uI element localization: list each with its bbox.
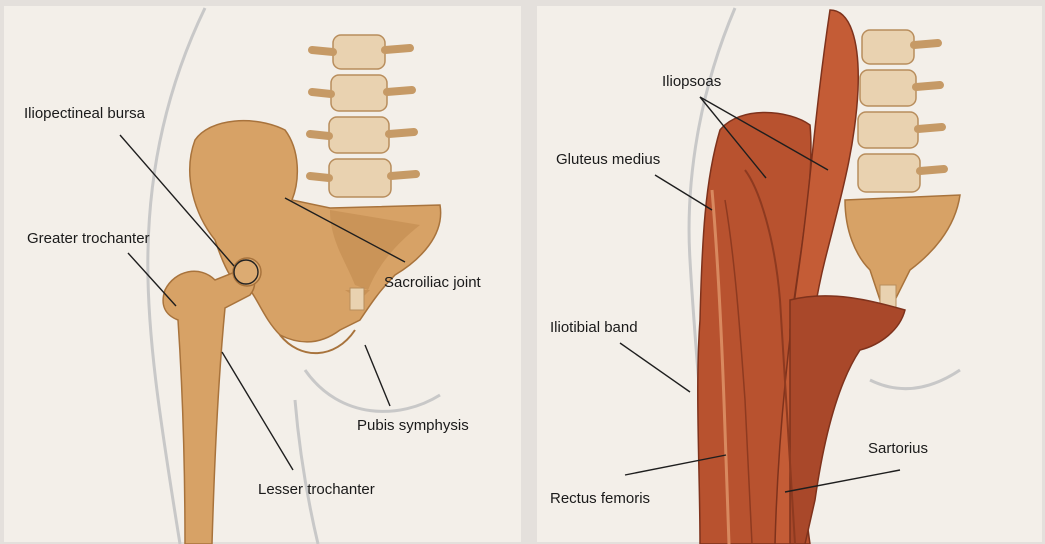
label-sartorius: Sartorius: [868, 440, 928, 457]
label-iliopsoas: Iliopsoas: [662, 73, 721, 90]
label-pubis-symphysis: Pubis symphysis: [357, 417, 469, 434]
label-rectus-femoris: Rectus femoris: [550, 490, 650, 507]
label-lesser-trochanter: Lesser trochanter: [258, 481, 375, 498]
label-greater-trochanter: Greater trochanter: [27, 230, 150, 247]
label-iliotibial-band: Iliotibial band: [550, 319, 638, 336]
label-gluteus-medius: Gluteus medius: [556, 151, 660, 168]
label-iliopectineal-bursa: Iliopectineal bursa: [24, 105, 146, 122]
label-sacroiliac-joint: Sacroiliac joint: [384, 274, 482, 291]
